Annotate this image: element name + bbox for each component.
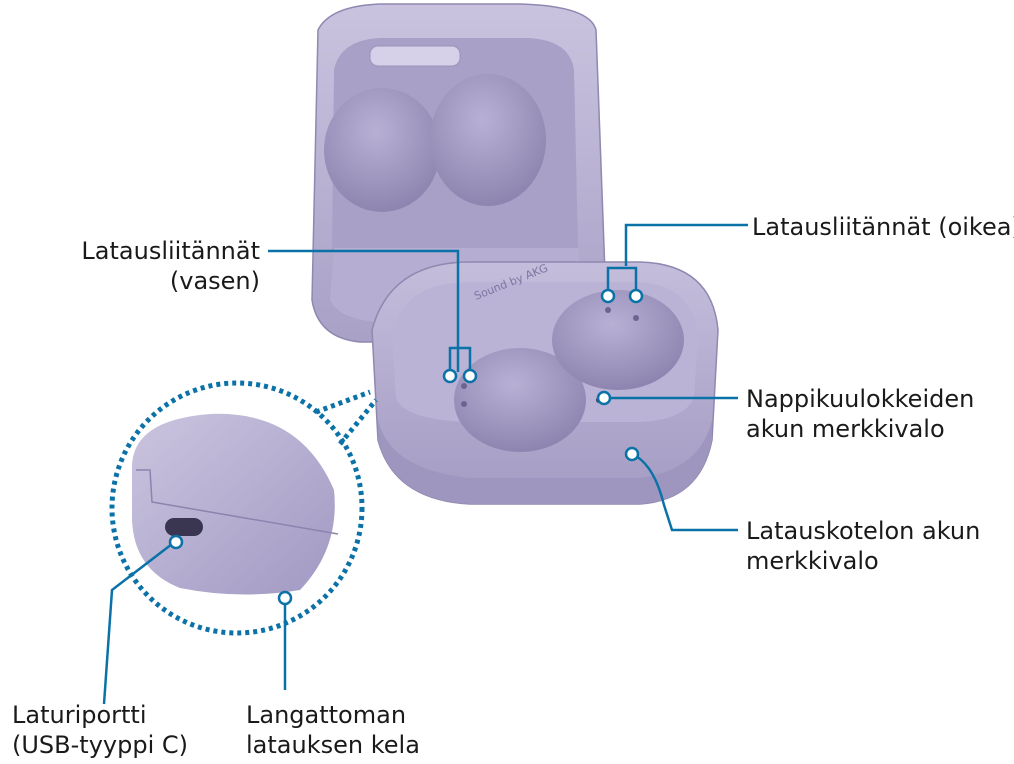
- label-contacts-right: Latausliitännät (oikea): [752, 212, 1014, 242]
- label-contacts-left-line1: Latausliitännät: [60, 236, 260, 266]
- label-case-indicator-line2: merkkivalo: [746, 546, 980, 576]
- label-earbud-indicator: Nappikuulokkeiden akun merkkivalo: [746, 384, 974, 444]
- label-wireless-coil-line1: Langattoman: [246, 700, 420, 730]
- label-charger-port: Laturiportti (USB-tyyppi C): [12, 700, 188, 760]
- label-case-indicator-line1: Latauskotelon akun: [746, 516, 980, 546]
- label-contacts-right-line1: Latausliitännät (oikea): [752, 212, 1014, 242]
- usb-c-port-shape: [165, 518, 203, 536]
- zoom-inset: [112, 383, 376, 633]
- lid-cavity-left: [324, 88, 440, 212]
- label-wireless-coil: Langattoman latauksen kela: [246, 700, 420, 760]
- label-earbud-indicator-line2: akun merkkivalo: [746, 414, 974, 444]
- label-contacts-left: Latausliitännät (vasen): [60, 236, 260, 296]
- case-body: Sound by AKG: [372, 261, 718, 504]
- label-case-indicator: Latauskotelon akun merkkivalo: [746, 516, 980, 576]
- leader-contacts-right: [626, 225, 748, 266]
- earbud-cavity-right: [552, 290, 684, 390]
- label-contacts-left-line2: (vasen): [60, 266, 260, 296]
- label-charger-port-line1: Laturiportti: [12, 700, 188, 730]
- label-earbud-indicator-line1: Nappikuulokkeiden: [746, 384, 974, 414]
- label-charger-port-line2: (USB-tyyppi C): [12, 730, 188, 760]
- label-wireless-coil-line2: latauksen kela: [246, 730, 420, 760]
- lid-cavity-right: [430, 74, 546, 206]
